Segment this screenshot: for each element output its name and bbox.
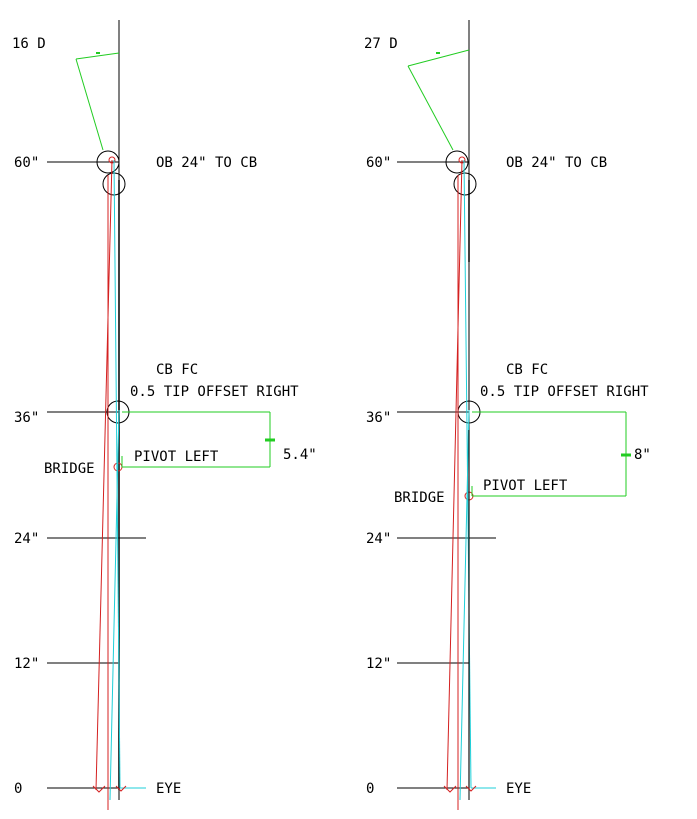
cue-ball-lower <box>453 172 477 196</box>
eye-label: EYE <box>156 781 181 797</box>
eye-label: EYE <box>506 781 531 797</box>
cb-label: CB FC <box>506 362 548 378</box>
pivot-dimension <box>471 411 631 497</box>
eye-marker-cyan <box>115 785 127 792</box>
eye-marker-red <box>92 785 106 793</box>
pivot-dimension <box>121 411 275 468</box>
angle-indicator <box>407 49 470 151</box>
angle-label: 27 D <box>364 36 398 52</box>
angle-indicator <box>75 52 120 151</box>
right-panel: 27 D 60" OB 24" TO CB CB FC 0.5 TIP OFFS… <box>364 20 651 810</box>
pivot-label: PIVOT LEFT <box>134 449 219 465</box>
tick-label-60: 60" <box>366 155 391 171</box>
ob-label: OB 24" TO CB <box>506 155 607 171</box>
tick-label-24: 24" <box>14 531 39 547</box>
offset-label: 0.5 TIP OFFSET RIGHT <box>130 384 299 400</box>
aim-line-cyan-2 <box>459 409 470 801</box>
tick-label-12: 12" <box>366 656 391 672</box>
cue-line-red <box>446 159 463 791</box>
bridge-label: BRIDGE <box>44 461 95 477</box>
offset-label: 0.5 TIP OFFSET RIGHT <box>480 384 649 400</box>
tick-label-0: 0 <box>366 781 374 797</box>
dim-label: 8" <box>634 447 651 463</box>
cue-line-red <box>95 159 113 791</box>
eye-marker-cyan <box>465 785 477 792</box>
angle-label: 16 D <box>12 36 46 52</box>
object-ball <box>445 150 469 174</box>
eye-marker-red <box>443 785 457 793</box>
tick-label-36: 36" <box>366 410 391 426</box>
object-ball <box>96 150 120 174</box>
bridge-label: BRIDGE <box>394 490 445 506</box>
cb-label: CB FC <box>156 362 198 378</box>
aim-line-cyan-2 <box>109 409 120 801</box>
dim-label: 5.4" <box>283 447 317 463</box>
ob-label: OB 24" TO CB <box>156 155 257 171</box>
aim-line-cyan <box>113 159 121 789</box>
left-panel: 16 D 60" OB 24" TO CB CB FC 0.5 TIP OFFS… <box>12 20 317 810</box>
pivot-label: PIVOT LEFT <box>483 478 568 494</box>
tick-label-12: 12" <box>14 656 39 672</box>
tick-label-36: 36" <box>14 410 39 426</box>
tick-label-0: 0 <box>14 781 22 797</box>
tick-label-24: 24" <box>366 531 391 547</box>
tick-label-60: 60" <box>14 155 39 171</box>
